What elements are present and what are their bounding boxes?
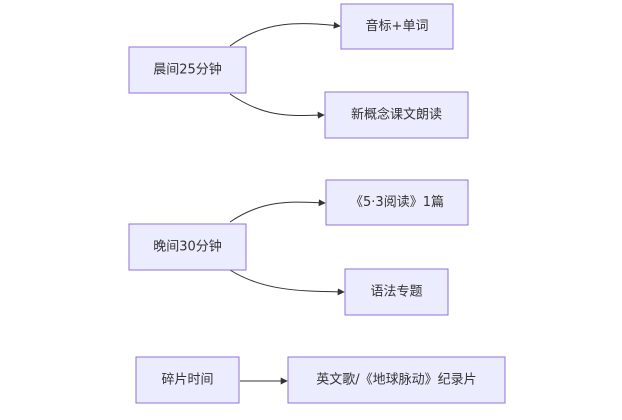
node-53-reading[interactable]: 《5·3阅读》1篇 xyxy=(325,179,469,226)
edge-evening-to-grammar xyxy=(229,269,345,296)
node-grammar-topics-label: 语法专题 xyxy=(370,285,422,300)
node-53-reading-label: 《5·3阅读》1篇 xyxy=(350,195,444,210)
node-grammar-topics[interactable]: 语法专题 xyxy=(344,268,449,316)
edge-evening-to-53reading xyxy=(229,199,326,223)
node-songs-documentary-label: 英文歌/《地球脉动》纪录片 xyxy=(316,373,476,388)
node-morning[interactable]: 晨间25分钟 xyxy=(128,46,247,94)
node-songs-documentary[interactable]: 英文歌/《地球脉动》纪录片 xyxy=(287,356,506,404)
node-phonics-words[interactable]: 音标+单词 xyxy=(340,3,454,50)
node-evening[interactable]: 晚间30分钟 xyxy=(128,223,247,271)
node-fragment-time[interactable]: 碎片时间 xyxy=(135,356,240,404)
node-morning-label: 晨间25分钟 xyxy=(153,62,222,78)
node-fragment-time-label: 碎片时间 xyxy=(161,373,213,388)
edge-morning-to-phonics xyxy=(229,21,341,47)
node-phonics-words-label: 音标+单词 xyxy=(366,18,429,34)
node-nce-reading-label: 新概念课文朗读 xyxy=(351,107,442,123)
node-evening-label: 晚间30分钟 xyxy=(153,239,222,255)
node-nce-reading[interactable]: 新概念课文朗读 xyxy=(324,91,469,139)
edge-morning-to-reading xyxy=(229,93,325,119)
